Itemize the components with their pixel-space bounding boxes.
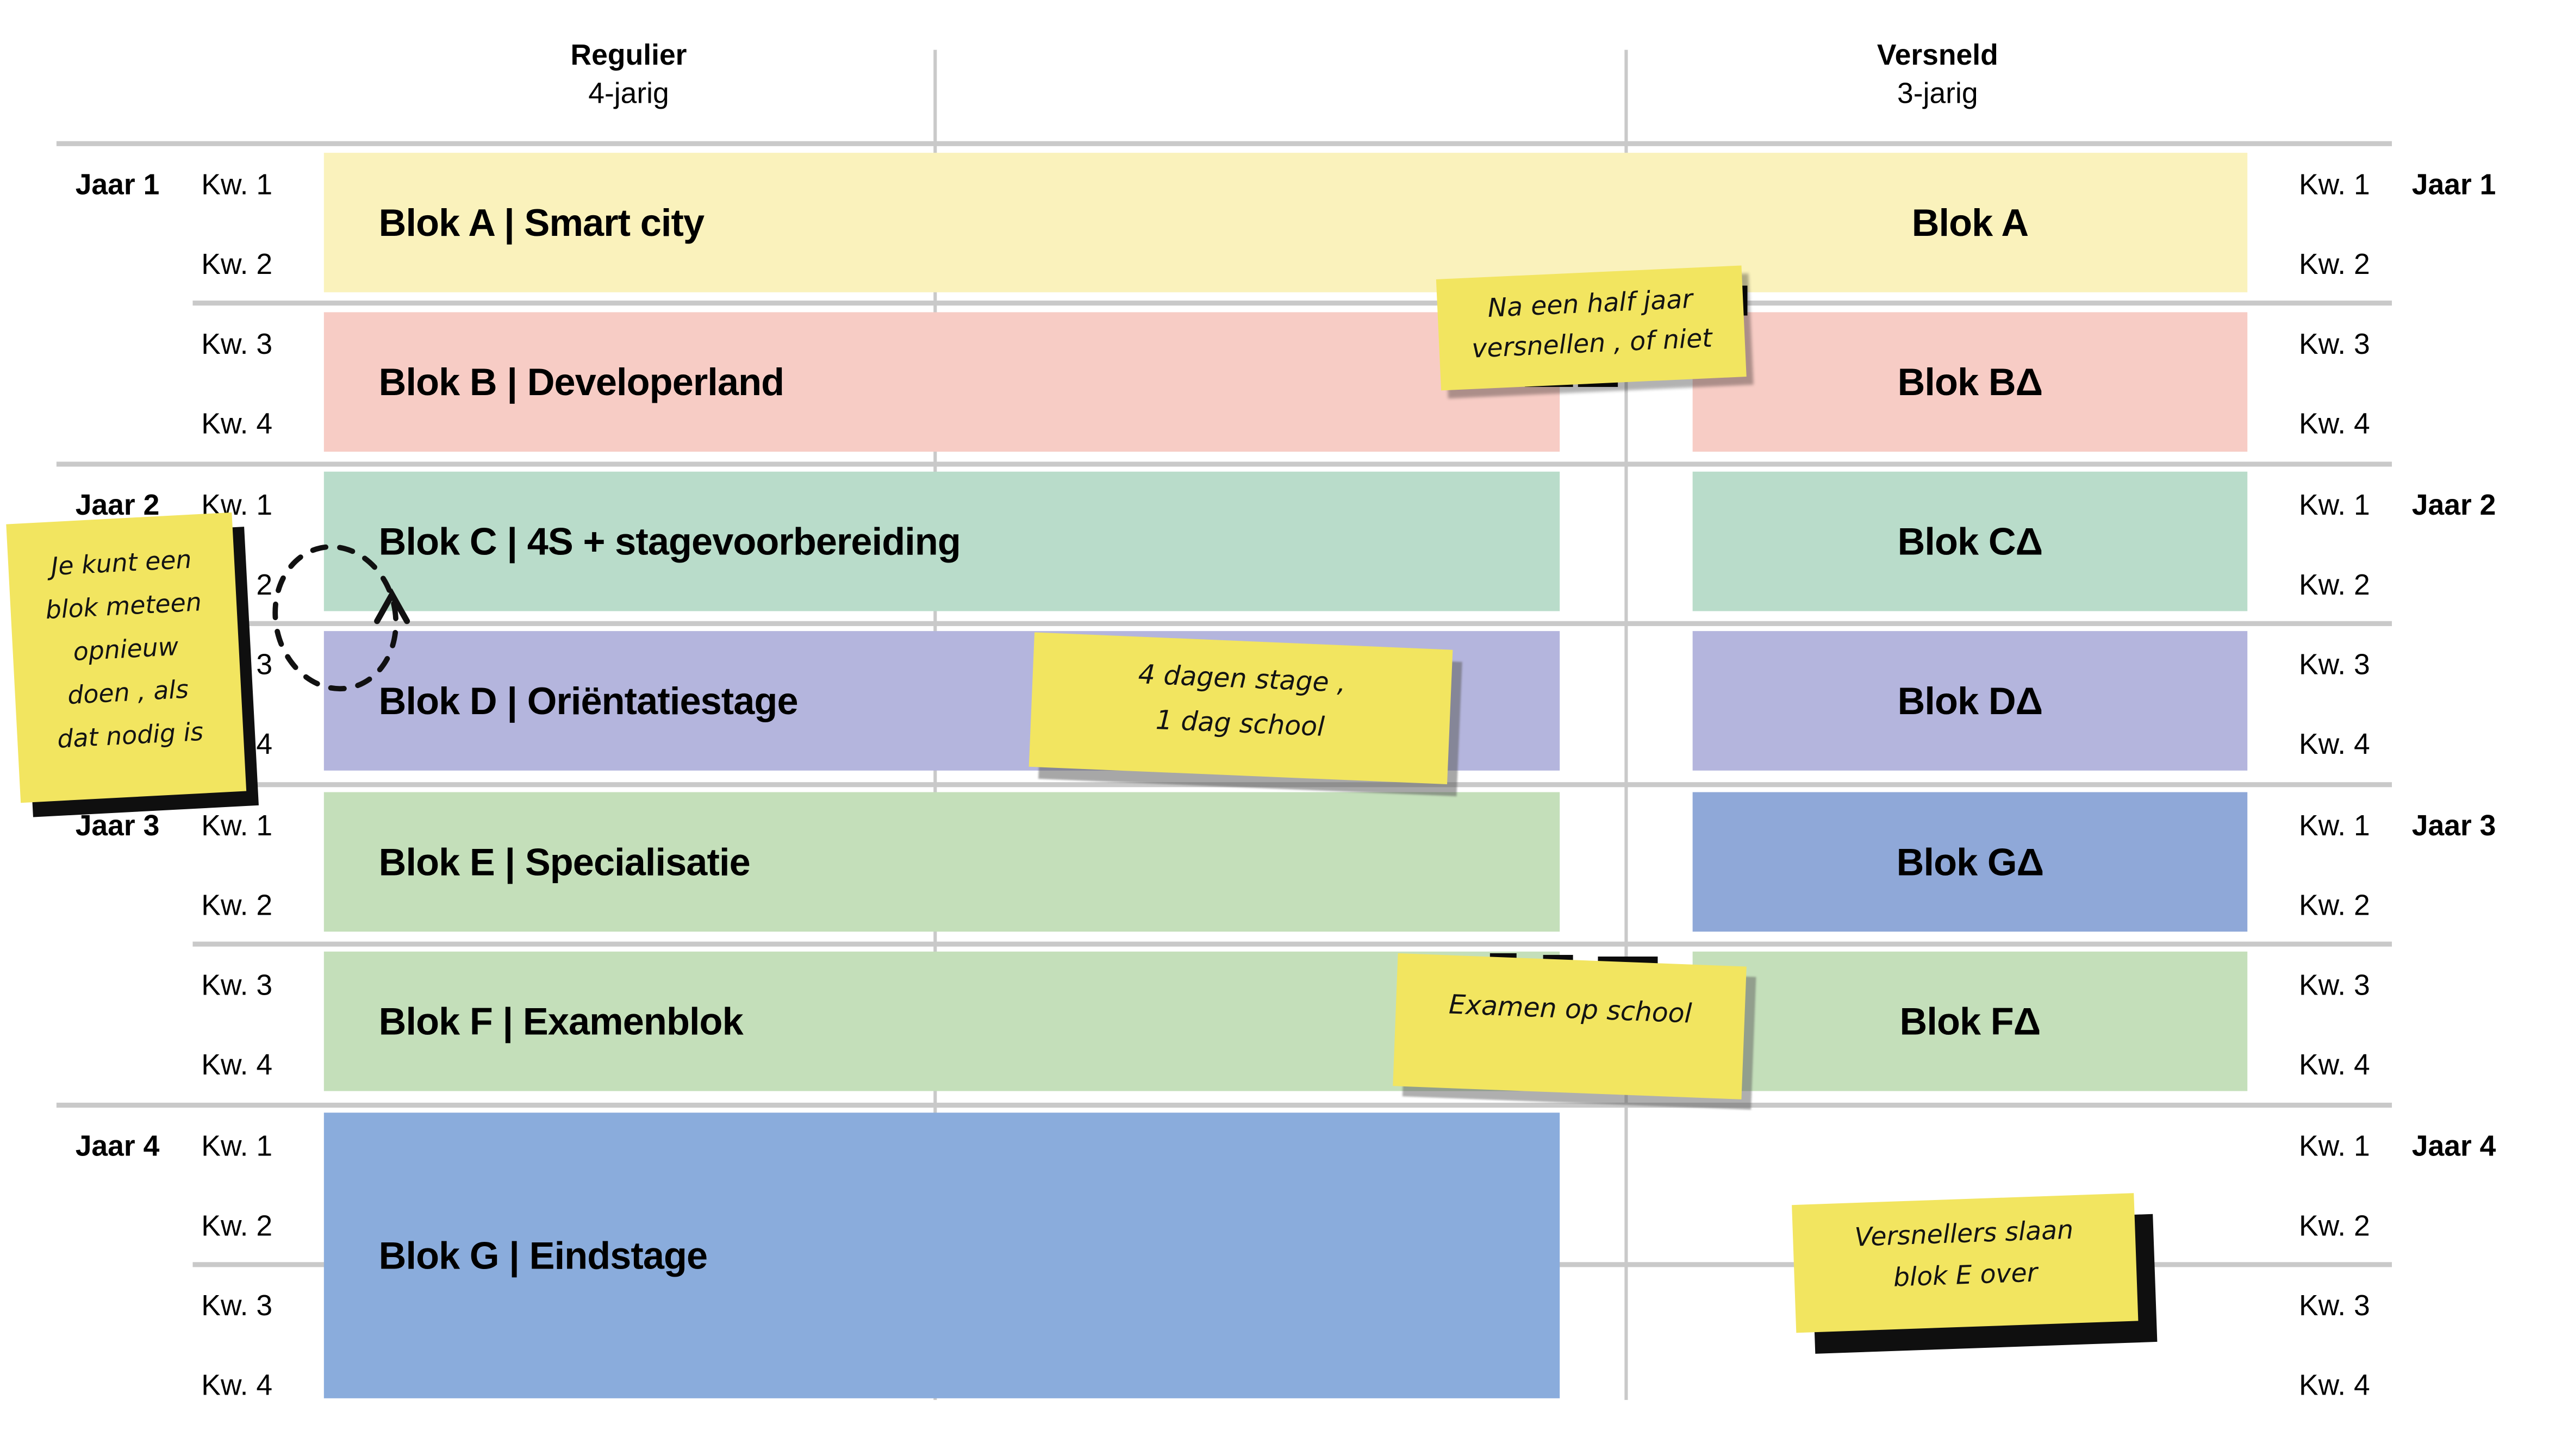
year-label-left-3: Jaar 3 [75,809,160,842]
quarter-label-right: Kw. 3 [2298,968,2370,1002]
quarter-label-right: Kw. 1 [2298,1129,2370,1163]
quarter-label-right: Kw. 3 [2298,647,2370,681]
year-label-right-1: Jaar 1 [2411,167,2496,201]
grid-hline-mid-year1 [192,301,2392,305]
quarter-label-right: Kw. 1 [2298,488,2370,522]
block-b: Blok B | Developerland [323,312,1560,452]
block-a-accelerated-label: Blok A [1911,200,2029,243]
block-f-delta-label: Blok FΔ [1899,998,2041,1042]
header-accelerated-track: Versneld 3-jarig [1628,36,2247,113]
block-f-delta: Blok FΔ [1692,951,2248,1091]
block-g: Blok G | Eindstage [323,1113,1560,1398]
dashed-ellipse [272,544,399,692]
year-label-left-4: Jaar 4 [75,1129,160,1163]
quarter-label-left: Kw. 1 [201,1129,273,1163]
block-a-full-band: Blok A | Smart city [323,153,2248,292]
sticky-note-accelerate-choice: Na een half jaar versnellen , of niet [1436,265,1747,391]
year-label-right-4: Jaar 4 [2411,1129,2496,1163]
block-d-delta-label: Blok DΔ [1897,678,2043,722]
quarter-label-left: Kw. 4 [201,407,273,440]
quarter-label-left: Kw. 1 [201,167,273,201]
quarter-label-left: Kw. 3 [201,327,273,361]
year-label-left-1: Jaar 1 [75,167,160,201]
sticky-note-redo-block: Je kunt een blok meteen opnieuw doen , a… [6,512,247,803]
quarter-label-right: Kw. 2 [2298,1209,2370,1242]
grid-hline-year1-2 [56,461,2392,466]
grid-hline-year3-4 [56,1102,2392,1107]
year-label-left-2: Jaar 2 [75,488,160,522]
quarter-label-left: Kw. 2 [201,247,273,281]
quarter-label-right: Kw. 2 [2298,888,2370,922]
grid-hline-year1-top [56,141,2392,146]
quarter-label-right: Kw. 1 [2298,809,2370,842]
quarter-label-left: Kw. 2 [201,1209,273,1242]
quarter-label-right: Kw. 4 [2298,1368,2370,1402]
header-accelerated-title: Versneld [1877,38,1998,72]
year-label-right-2: Jaar 2 [2411,488,2496,522]
quarter-label-right: Kw. 4 [2298,407,2370,440]
quarter-label-right: Kw. 2 [2298,568,2370,602]
quarter-label-right: Kw. 4 [2298,727,2370,761]
grid-hline-year2-3 [56,782,2392,787]
header-accelerated-subtitle: 3-jarig [1897,76,1978,110]
block-c: Blok C | 4S + stagevoorbereiding [323,471,1560,611]
quarter-label-right: Kw. 4 [2298,1048,2370,1082]
block-a-label: Blok A | Smart city [378,200,705,243]
header-regular-track: Regulier 4-jarig [324,36,933,113]
block-a-right-label-zone: Blok A [1693,153,2248,292]
quarter-label-left: Kw. 3 [201,968,273,1002]
block-b-delta-label: Blok BΔ [1897,359,2043,403]
grid-hline-mid-year2 [192,621,2392,626]
arrow-up-icon [374,588,410,624]
quarter-label-right: Kw. 1 [2298,167,2370,201]
quarter-label-left: Kw. 2 [201,888,273,922]
quarter-label-left: Kw. 4 [201,1368,273,1402]
block-g-delta-label: Blok GΔ [1896,839,2045,883]
quarter-label-left: Kw. 4 [201,1048,273,1082]
block-e-label: Blok E | Specialisatie [378,839,751,883]
header-regular-title: Regulier [570,38,687,72]
quarter-label-left: Kw. 1 [201,809,273,842]
quarter-label-right: Kw. 3 [2298,327,2370,361]
block-b-label: Blok B | Developerland [378,359,784,403]
block-c-delta: Blok CΔ [1692,471,2248,611]
quarter-label-right: Kw. 2 [2298,247,2370,281]
sticky-note-internship-days: 4 dagen stage , 1 dag school [1029,632,1453,784]
quarter-label-right: Kw. 3 [2298,1289,2370,1322]
block-c-delta-label: Blok CΔ [1897,518,2043,563]
block-e: Blok E | Specialisatie [323,792,1560,932]
quarter-label-left: Kw. 3 [201,1289,273,1322]
block-f-label: Blok F | Examenblok [378,998,744,1042]
block-d-delta: Blok DΔ [1692,631,2248,771]
grid-hline-mid-year3 [192,941,2392,946]
block-f: Blok F | Examenblok [323,951,1560,1091]
year-label-right-3: Jaar 3 [2411,809,2496,842]
block-c-label: Blok C | 4S + stagevoorbereiding [378,518,961,563]
sticky-note-skip-block-e: Versnellers slaan blok E over [1792,1193,2139,1333]
note-line: Examen op school [1448,988,1693,1029]
block-b-delta: Blok BΔ [1692,312,2248,452]
block-d-label: Blok D | Oriëntatiestage [378,678,799,722]
grid-vline-center-divider [1624,49,1629,1400]
block-g-delta: Blok GΔ [1692,792,2248,932]
block-g-label: Blok G | Eindstage [378,1233,708,1277]
header-regular-subtitle: 4-jarig [588,76,669,110]
sticky-note-exam-at-school: Examen op school [1393,953,1747,1099]
